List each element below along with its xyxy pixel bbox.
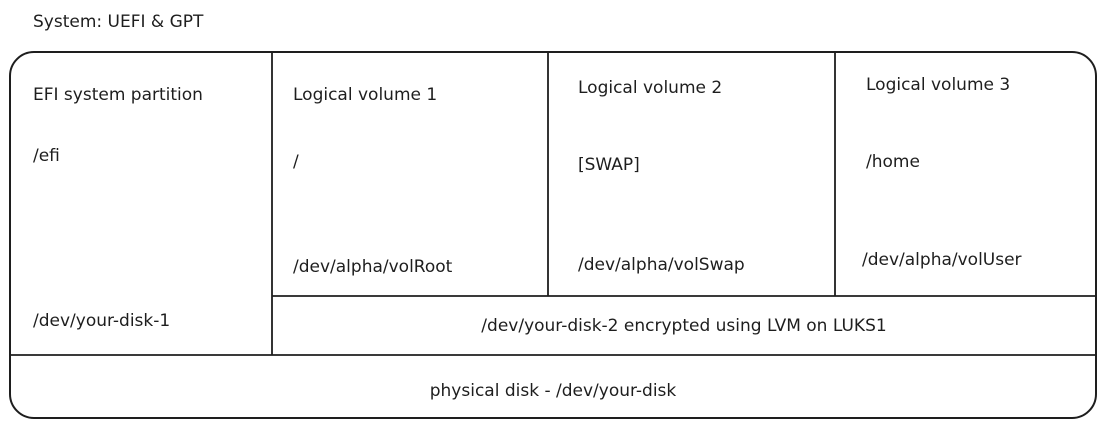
encrypted-container-label: /dev/your-disk-2 encrypted using LVM on … xyxy=(481,316,887,336)
system-title: System: UEFI & GPT xyxy=(33,12,204,32)
lv2-label: Logical volume 2 xyxy=(578,78,723,98)
efi-mount-point: /efi xyxy=(33,146,60,166)
lv2-mount-point: [SWAP] xyxy=(578,155,640,175)
lv1-mount-point: / xyxy=(293,152,299,172)
lv2-device: /dev/alpha/volSwap xyxy=(578,255,745,275)
efi-partition-label: EFI system partition xyxy=(33,85,203,105)
lv3-device: /dev/alpha/volUser xyxy=(862,250,1022,270)
lv1-label: Logical volume 1 xyxy=(293,85,438,105)
efi-device: /dev/your-disk-1 xyxy=(33,311,171,331)
lv3-label: Logical volume 3 xyxy=(866,75,1011,95)
lv3-mount-point: /home xyxy=(866,152,920,172)
physical-disk-label: physical disk - /dev/your-disk xyxy=(429,381,677,401)
outer-disk-frame xyxy=(9,51,1097,419)
lv1-device: /dev/alpha/volRoot xyxy=(293,257,453,277)
